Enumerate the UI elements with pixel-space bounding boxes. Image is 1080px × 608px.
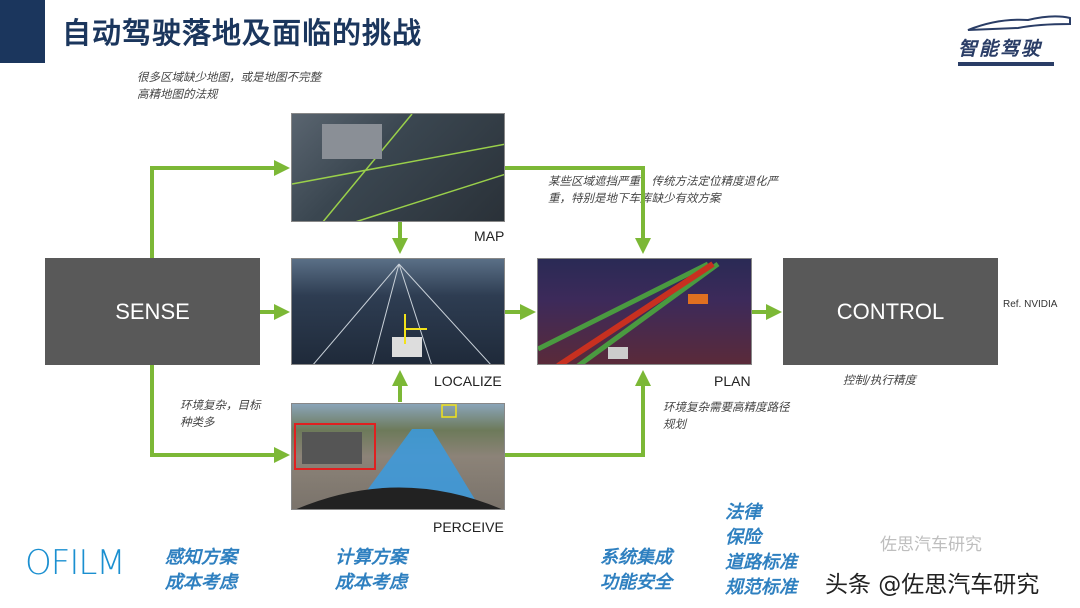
footer-system-safety: 系统集成功能安全 bbox=[600, 545, 672, 595]
note-line: 规划 bbox=[663, 417, 686, 431]
localize-label: LOCALIZE bbox=[434, 373, 502, 389]
footer-line: 法律 bbox=[725, 502, 761, 523]
arrow-perceive-to-plan bbox=[505, 370, 651, 457]
logo-text: 智能驾驶 bbox=[958, 38, 1043, 60]
plan-image bbox=[537, 258, 752, 365]
map-image bbox=[291, 113, 505, 222]
title-accent-block bbox=[0, 0, 45, 63]
localize-challenge-note: 某些区域遮挡严重，传统方法定位精度退化严 重，特别是地下车库缺少有效方案 bbox=[548, 173, 778, 207]
car-silhouette-icon bbox=[967, 15, 1071, 31]
footer-compute-cost: 计算方案成本考虑 bbox=[335, 545, 407, 595]
map-label: MAP bbox=[474, 228, 505, 244]
localize-image bbox=[291, 258, 505, 365]
arrow-sense-to-map bbox=[150, 160, 290, 258]
footer-line: 系统集成 bbox=[600, 547, 672, 568]
footer-line: 道路标准 bbox=[725, 552, 797, 573]
footer-line: 保险 bbox=[725, 527, 761, 548]
note-line: 环境复杂需要高精度路径 bbox=[663, 400, 790, 414]
ofilm-logo: OFILM bbox=[25, 543, 126, 583]
brand-logo-smart-driving: 智能驾驶 bbox=[958, 12, 1078, 66]
footer-line: 计算方案 bbox=[335, 547, 407, 568]
footer-line: 成本考虑 bbox=[335, 572, 407, 593]
control-block: CONTROL bbox=[783, 258, 998, 365]
arrow-map-to-plan bbox=[505, 166, 651, 254]
page-title: 自动驾驶落地及面临的挑战 bbox=[62, 16, 423, 50]
plan-challenge-note: 环境复杂需要高精度路径 规划 bbox=[663, 399, 790, 433]
map-challenge-note: 很多区域缺少地图，或是地图不完整 高精地图的法规 bbox=[137, 69, 321, 103]
note-line: 种类多 bbox=[180, 415, 215, 429]
footer-perception-cost: 感知方案成本考虑 bbox=[165, 545, 237, 595]
control-challenge-note: 控制/执行精度 bbox=[843, 373, 916, 387]
note-line: 某些区域遮挡严重，传统方法定位精度退化严 bbox=[548, 174, 778, 188]
sense-block: SENSE bbox=[45, 258, 260, 365]
reference-label: Ref. NVIDIA bbox=[1003, 299, 1058, 310]
perceive-challenge-note: 环境复杂，目标 种类多 bbox=[180, 397, 261, 431]
arrow-sense-to-perceive bbox=[150, 365, 290, 463]
logo-underline bbox=[958, 62, 1054, 66]
wechat-watermark: 佐思汽车研究 bbox=[880, 535, 982, 555]
toutiao-watermark: 头条 @佐思汽车研究 bbox=[825, 572, 1040, 598]
footer-line: 功能安全 bbox=[600, 572, 672, 593]
note-line: 高精地图的法规 bbox=[137, 87, 218, 101]
perceive-label: PERCEIVE bbox=[433, 519, 504, 535]
note-line: 环境复杂，目标 bbox=[180, 398, 261, 412]
footer-line: 成本考虑 bbox=[165, 572, 237, 593]
perceive-image bbox=[291, 403, 505, 510]
footer-line: 规范标准 bbox=[725, 577, 797, 598]
plan-label: PLAN bbox=[714, 373, 751, 389]
footer-regulation: 法律保险道路标准规范标准 bbox=[725, 500, 797, 600]
note-line: 重，特别是地下车库缺少有效方案 bbox=[548, 191, 721, 205]
footer-line: 感知方案 bbox=[165, 547, 237, 568]
note-line: 很多区域缺少地图，或是地图不完整 bbox=[137, 70, 321, 84]
